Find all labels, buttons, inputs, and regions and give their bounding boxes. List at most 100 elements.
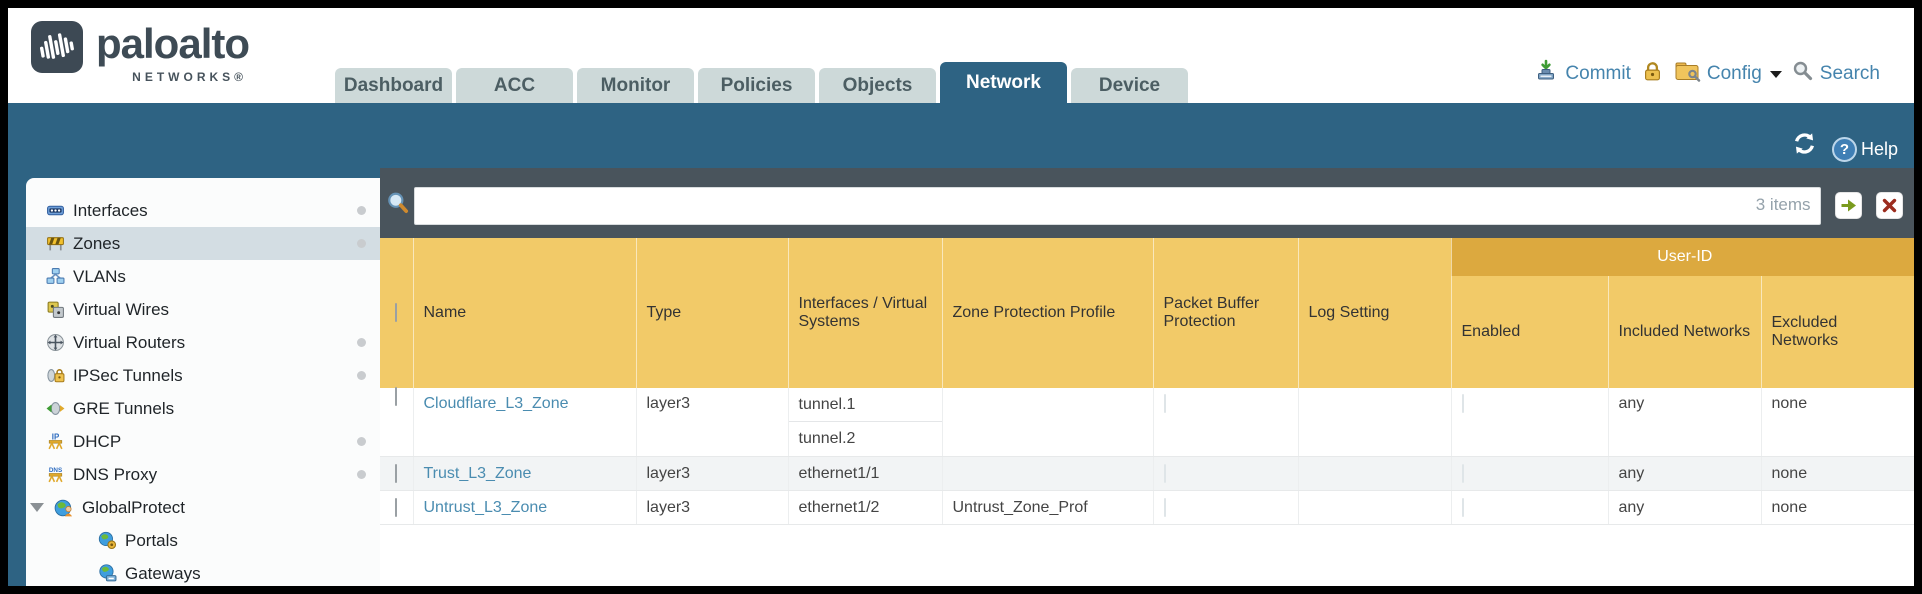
tab-policies[interactable]: Policies [698,68,815,103]
row-checkbox[interactable] [395,387,398,406]
row-checkbox[interactable] [395,497,398,517]
zone-interface: ethernet1/1 [788,456,943,491]
packet-buffer-protection-checkbox[interactable] [1163,497,1166,517]
sidebar-item-globalprotect[interactable]: GlobalProtect [26,491,380,524]
search-button[interactable]: Search [1792,60,1880,88]
commit-button[interactable]: Commit [1535,59,1631,89]
tab-acc[interactable]: ACC [456,68,573,103]
zone-interface: ethernet1/2 [788,490,943,525]
log-setting [1298,388,1452,457]
sidebar-item-gateways[interactable]: Gateways [26,557,380,586]
vlans-icon [46,267,65,286]
sidebar-item-zones[interactable]: Zones [26,227,380,260]
virtual-routers-icon [46,333,65,352]
sidebar-item-gre-tunnels[interactable]: GRE Tunnels [26,392,380,425]
globalprotect-icon [54,498,74,518]
included-networks: any [1608,490,1762,525]
config-icon [1674,60,1701,89]
config-menu[interactable]: Config [1674,60,1782,89]
sidebar-backdrop: Interfaces Zones VLANs [8,168,380,586]
apply-filter-button[interactable] [1834,192,1862,219]
column-header-type[interactable]: Type [636,238,789,388]
zone-interface: tunnel.2 [798,430,856,447]
help-button[interactable]: ? Help [1831,137,1898,162]
tab-network[interactable]: Network [940,62,1067,103]
pending-changes-dot [357,239,366,248]
tab-device[interactable]: Device [1071,68,1188,103]
gre-tunnels-icon [46,399,65,418]
zone-type: layer3 [636,490,789,525]
zone-type: layer3 [636,388,789,457]
refresh-icon[interactable] [1791,130,1818,162]
filter-toolbar: 3 items [380,168,1914,238]
sidebar-item-ipsec-tunnels[interactable]: IPSec Tunnels [26,359,380,392]
column-header-included-networks[interactable]: Included Networks [1608,276,1762,388]
ipsec-tunnels-icon [46,366,65,385]
user-id-enabled-checkbox[interactable] [1461,394,1464,413]
svg-text:DNS: DNS [49,467,62,474]
column-header-excluded-networks[interactable]: Excluded Networks [1761,276,1914,388]
packet-buffer-protection-checkbox[interactable] [1163,463,1166,483]
zones-table-panel: Name Type Interfaces / Virtual Systems Z… [380,238,1914,586]
items-count: 3 items [1755,195,1811,214]
column-header-log-setting[interactable]: Log Setting [1298,238,1452,388]
user-id-enabled-checkbox[interactable] [1461,463,1464,483]
pending-changes-dot [357,470,366,479]
virtual-wires-icon [46,300,65,319]
brand-wordmark: paloalto [96,20,250,67]
brand-sub: NETWORKS® [132,70,248,84]
included-networks: any [1608,388,1762,457]
interfaces-icon [46,201,65,220]
content-area: 3 items Name [380,168,1914,586]
excluded-networks: none [1761,456,1914,491]
commit-icon [1535,59,1559,89]
zone-name-link[interactable]: Trust_L3_Zone [423,464,532,482]
sidebar-item-virtual-wires[interactable]: Virtual Wires [26,293,380,326]
sidebar-item-portals[interactable]: Portals [26,524,380,557]
sidebar-item-interfaces[interactable]: Interfaces [26,194,380,227]
pending-changes-dot [357,206,366,215]
search-icon [1792,60,1814,88]
caret-down-icon [1769,70,1782,78]
top-actions: Commit Config [1535,59,1880,89]
zone-name-link[interactable]: Untrust_L3_Zone [423,498,548,516]
zone-protection-profile: Untrust_Zone_Prof [942,490,1154,525]
packet-buffer-protection-checkbox[interactable] [1163,394,1166,413]
zone-interface: tunnel.1 [788,388,942,422]
column-header-interfaces[interactable]: Interfaces / Virtual Systems [788,238,943,388]
dhcp-icon: IP [46,432,65,451]
column-header-name[interactable]: Name [413,238,637,388]
paloalto-logo: paloalto NETWORKS® [30,20,250,84]
gateways-icon [98,564,117,583]
row-checkbox[interactable] [395,463,398,483]
lock-icon[interactable] [1641,60,1664,88]
user-id-enabled-checkbox[interactable] [1461,497,1464,517]
sidebar-item-virtual-routers[interactable]: Virtual Routers [26,326,380,359]
column-header-enabled[interactable]: Enabled [1451,276,1609,388]
main-tabs: Dashboard ACC Monitor Policies Objects N… [335,62,1188,103]
banner: ? Help [8,103,1914,168]
filter-search-icon [386,191,410,220]
zones-icon [46,234,65,253]
sidebar-item-vlans[interactable]: VLANs [26,260,380,293]
help-icon: ? [1831,137,1857,162]
collapse-triangle-icon[interactable] [30,503,44,512]
tab-dashboard[interactable]: Dashboard [335,68,452,103]
tab-monitor[interactable]: Monitor [577,68,694,103]
sidebar-item-dhcp[interactable]: IP DHCP [26,425,380,458]
tab-objects[interactable]: Objects [819,68,936,103]
table-row: Trust_L3_Zone layer3 ethernet1/1 any non… [380,456,1914,491]
svg-text:IP: IP [52,432,59,441]
column-header-packet-buffer-protection[interactable]: Packet Buffer Protection [1153,238,1299,388]
sidebar-item-dns-proxy[interactable]: DNS DNS Proxy [26,458,380,491]
column-header-zone-protection-profile[interactable]: Zone Protection Profile [942,238,1154,388]
pending-changes-dot [357,371,366,380]
portals-icon [98,531,117,550]
select-all-checkbox[interactable] [395,303,398,322]
column-group-user-id: User-ID [1451,238,1914,276]
filter-input[interactable] [414,187,1821,225]
zone-name-link[interactable]: Cloudflare_L3_Zone [423,395,569,412]
clear-filter-button[interactable] [1875,192,1903,219]
top-bar: paloalto NETWORKS® Dashboard ACC Monitor… [8,8,1914,103]
